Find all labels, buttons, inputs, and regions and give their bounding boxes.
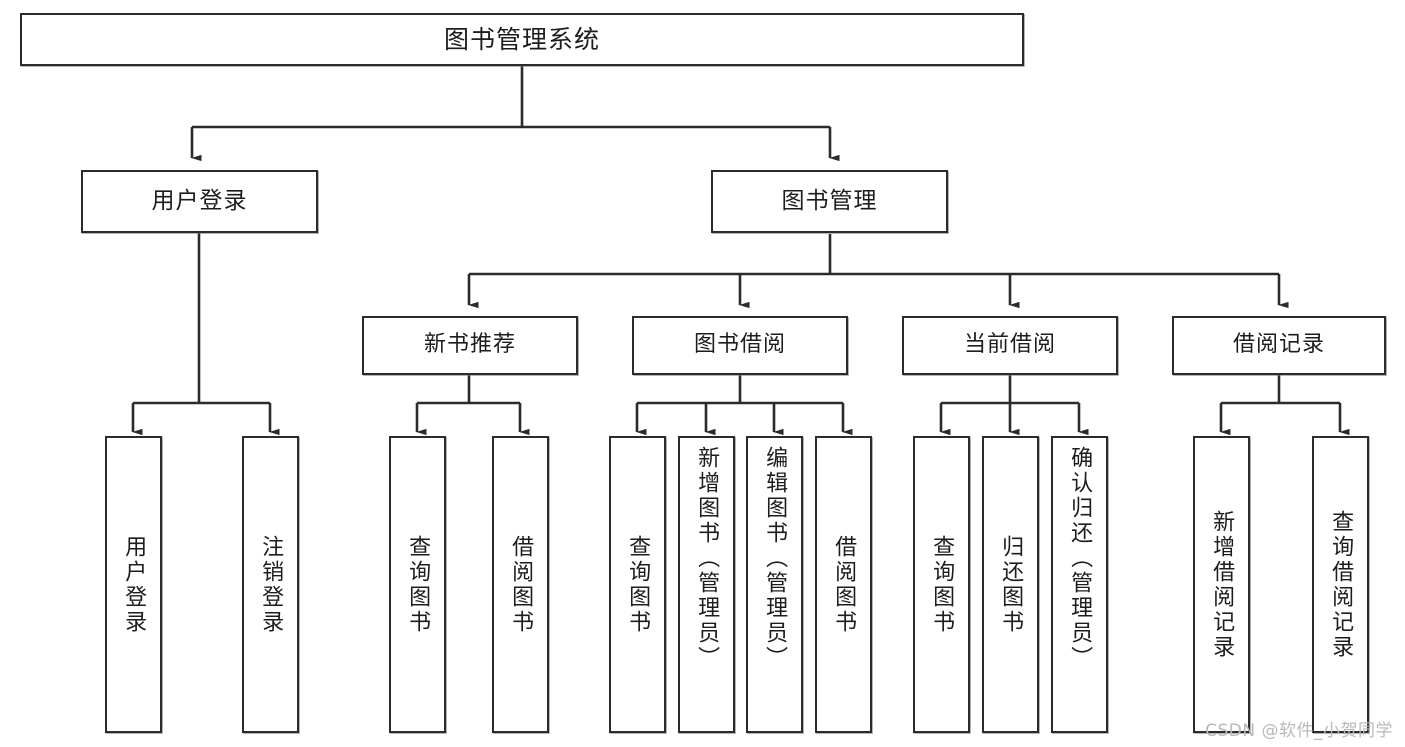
node-current-borrow[interactable]: 当前借阅 — [902, 316, 1118, 375]
node-book-manage[interactable]: 图书管理 — [711, 170, 948, 233]
leaf-borrow-query-book-label: 查询图书 — [625, 534, 651, 635]
leaf-current-return-book-label: 归还图书 — [998, 534, 1024, 635]
leaf-current-query-book[interactable]: 查询图书 — [913, 436, 970, 733]
leaf-borrow-borrow-book[interactable]: 借阅图书 — [815, 436, 872, 733]
leaf-borrow-query-book[interactable]: 查询图书 — [609, 436, 666, 733]
leaf-borrow-edit-book-label: 编辑图书（管理员） — [762, 446, 788, 671]
node-borrow-record[interactable]: 借阅记录 — [1172, 316, 1386, 375]
leaf-recommend-query-book-label: 查询图书 — [405, 534, 431, 635]
node-root[interactable]: 图书管理系统 — [20, 13, 1024, 66]
leaf-current-query-book-label: 查询图书 — [929, 534, 955, 635]
leaf-borrow-edit-book[interactable]: 编辑图书（管理员） — [746, 436, 803, 733]
leaf-borrow-add-book[interactable]: 新增图书（管理员） — [678, 436, 735, 733]
leaf-recommend-query-book[interactable]: 查询图书 — [389, 436, 446, 733]
leaf-record-query-label: 查询借阅记录 — [1328, 509, 1354, 660]
leaf-recommend-borrow-book-label: 借阅图书 — [508, 534, 534, 635]
leaf-recommend-borrow-book[interactable]: 借阅图书 — [492, 436, 549, 733]
node-book-borrow-label: 图书借阅 — [693, 332, 786, 358]
leaf-record-query[interactable]: 查询借阅记录 — [1312, 436, 1369, 733]
leaf-current-confirm-return-label: 确认归还（管理员） — [1067, 446, 1093, 671]
leaf-user-logout-label: 注销登录 — [258, 534, 284, 635]
leaf-borrow-borrow-book-label: 借阅图书 — [831, 534, 857, 635]
node-root-label: 图书管理系统 — [443, 24, 600, 54]
leaf-current-return-book[interactable]: 归还图书 — [982, 436, 1039, 733]
leaf-user-login-1[interactable]: 用户登录 — [105, 436, 162, 733]
leaf-user-logout[interactable]: 注销登录 — [242, 436, 299, 733]
node-current-borrow-label: 当前借阅 — [963, 332, 1056, 358]
node-book-borrow[interactable]: 图书借阅 — [632, 316, 848, 375]
leaf-record-add-label: 新增借阅记录 — [1209, 509, 1235, 660]
leaf-current-confirm-return[interactable]: 确认归还（管理员） — [1051, 436, 1108, 733]
node-new-book-recommend-label: 新书推荐 — [423, 332, 516, 358]
node-user-login[interactable]: 用户登录 — [81, 170, 318, 233]
leaf-borrow-add-book-label: 新增图书（管理员） — [694, 446, 720, 671]
node-borrow-record-label: 借阅记录 — [1232, 332, 1325, 358]
node-new-book-recommend[interactable]: 新书推荐 — [362, 316, 578, 375]
node-user-login-label: 用户登录 — [151, 187, 248, 214]
leaf-record-add[interactable]: 新增借阅记录 — [1193, 436, 1250, 733]
csdn-watermark: CSDN @软件_小贺同学 — [1205, 721, 1393, 741]
node-book-manage-label: 图书管理 — [781, 187, 878, 214]
leaf-user-login-1-label: 用户登录 — [121, 534, 147, 635]
